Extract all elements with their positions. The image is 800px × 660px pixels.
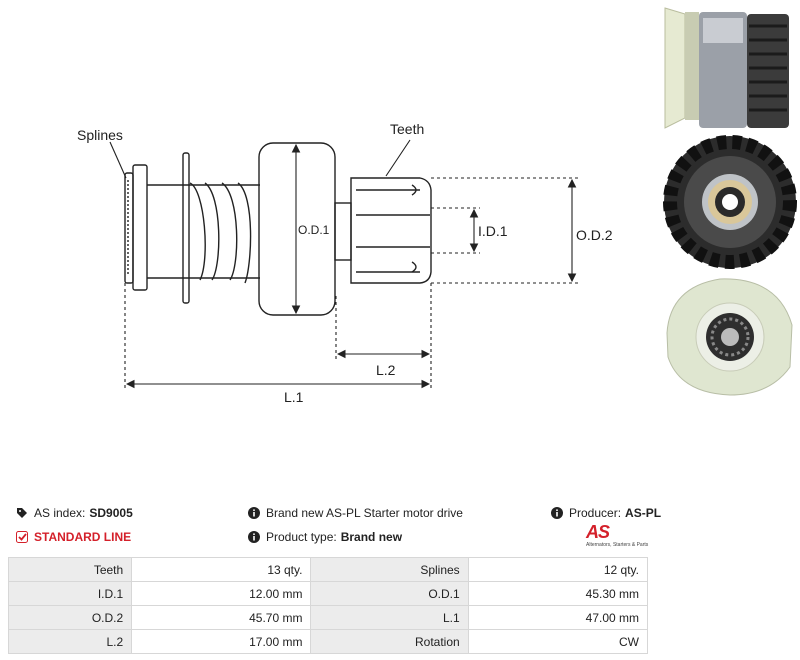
spec-value: 45.70 mm: [131, 605, 312, 630]
as-pl-logo: AS Alternators, Starters & Parts: [586, 522, 652, 550]
logo-tagline: Alternators, Starters & Parts: [586, 542, 649, 548]
spec-key: Rotation: [310, 629, 469, 654]
spec-value: 12.00 mm: [131, 581, 312, 606]
product-photos: [663, 7, 797, 396]
technical-drawing: Splines Teeth O.D.1 I.D.1 O.D.2 L.2 L.1: [77, 121, 613, 405]
standard-line-text: STANDARD LINE: [34, 530, 132, 544]
label-od1: O.D.1: [298, 223, 330, 237]
spec-value: 45.30 mm: [467, 581, 649, 606]
standard-line-row: STANDARD LINE: [16, 530, 131, 544]
info-icon: [248, 507, 260, 519]
as-index-label: AS index:: [34, 506, 86, 520]
spec-key: O.D.2: [7, 605, 133, 630]
dimension-lines: [109, 139, 578, 390]
spec-value: CW: [467, 629, 649, 654]
spec-value: 17.00 mm: [131, 629, 312, 654]
spec-key: O.D.1: [310, 581, 469, 606]
spec-value: 12 qty.: [467, 557, 649, 582]
product-type-value: Brand new: [340, 530, 403, 544]
table-row: Teeth 13 qty. Splines 12 qty.: [7, 557, 649, 582]
producer-label: Producer:: [569, 506, 622, 520]
producer-row: Producer: AS-PL: [551, 506, 661, 520]
photo-back-view: [666, 278, 793, 396]
label-od2: O.D.2: [576, 227, 613, 243]
table-row: O.D.2 45.70 mm L.1 47.00 mm: [7, 605, 649, 630]
table-row: L.2 17.00 mm Rotation CW: [7, 629, 649, 654]
spec-key: Teeth: [7, 557, 133, 582]
logo-mark: AS: [586, 522, 610, 542]
label-id1: I.D.1: [478, 223, 508, 239]
product-type-label: Product type:: [266, 530, 337, 544]
checkbox-checked-icon: [16, 531, 28, 543]
photo-gear-front-view: [663, 135, 797, 269]
as-index-row: AS index: SD9005: [16, 506, 133, 520]
product-type-row: Product type: Brand new: [248, 530, 402, 544]
info-icon: [248, 531, 260, 543]
spec-key: I.D.1: [7, 581, 133, 606]
drive-outline: [124, 142, 432, 316]
photo-side-view: [664, 7, 789, 129]
specs-table: Teeth 13 qty. Splines 12 qty. I.D.1 12.0…: [7, 557, 649, 654]
spec-key: L.1: [310, 605, 469, 630]
description-row: Brand new AS-PL Starter motor drive: [248, 506, 463, 520]
spec-value: 13 qty.: [131, 557, 312, 582]
info-icon: [551, 507, 563, 519]
producer-value: AS-PL: [625, 506, 662, 520]
spec-key: L.2: [7, 629, 133, 654]
table-row: I.D.1 12.00 mm O.D.1 45.30 mm: [7, 581, 649, 606]
label-splines: Splines: [77, 127, 123, 143]
spec-key: Splines: [310, 557, 469, 582]
label-l1: L.1: [284, 389, 304, 405]
spec-value: 47.00 mm: [467, 605, 649, 630]
as-index-value: SD9005: [89, 506, 133, 520]
label-l2: L.2: [376, 362, 396, 378]
label-teeth: Teeth: [390, 121, 424, 137]
description-text: Brand new AS-PL Starter motor drive: [266, 506, 463, 520]
tag-icon: [17, 508, 27, 518]
